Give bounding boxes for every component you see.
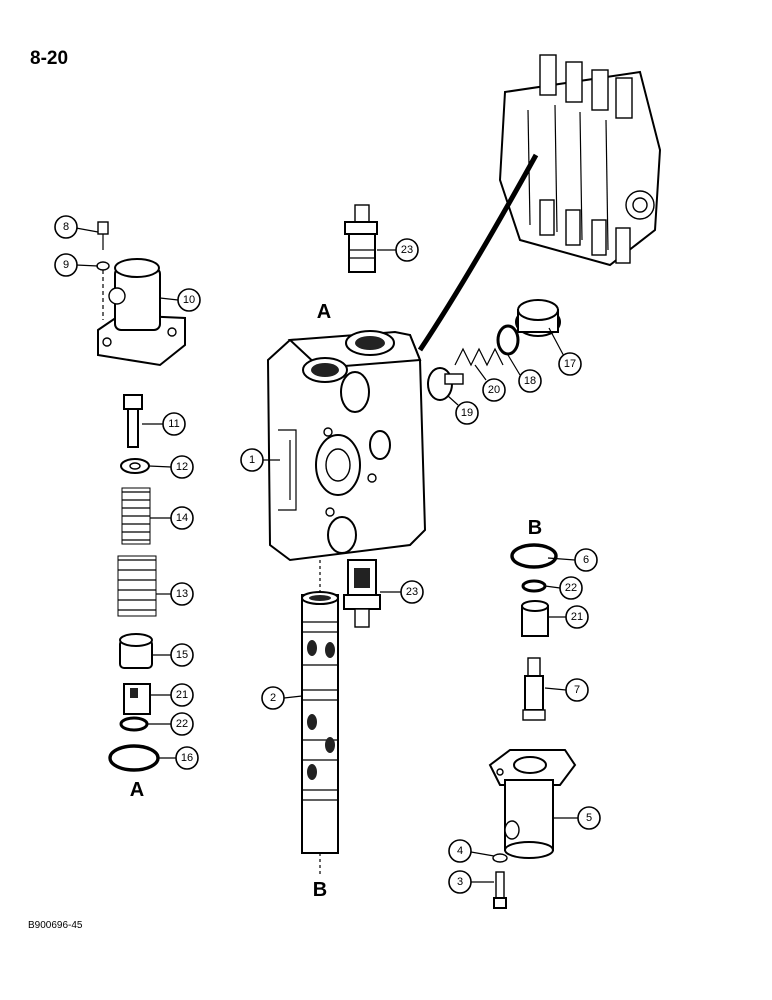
callout-18: 18	[518, 369, 542, 393]
relief-valve-cartridge-bottom-icon	[343, 559, 381, 628]
outer-spring-icon	[117, 555, 157, 617]
page-number: 8-20	[30, 48, 69, 69]
callout-22-left: 22	[170, 712, 194, 736]
svg-text:8: 8	[63, 221, 69, 233]
callout-20: 20	[482, 378, 506, 402]
spool-icon	[301, 560, 339, 875]
spool-bolt-icon	[123, 394, 143, 448]
svg-text:13: 13	[176, 588, 188, 600]
svg-text:16: 16	[181, 752, 193, 764]
figure-code: B900696-45	[28, 920, 83, 931]
callout-16: 16	[175, 746, 199, 770]
port-label-a-top: A	[317, 301, 331, 323]
cap-screw-icon	[96, 221, 110, 320]
end-cap-top-icon	[97, 258, 186, 367]
plunger-icon-left	[123, 683, 151, 715]
svg-text:7: 7	[574, 684, 580, 696]
callout-17: 17	[558, 352, 582, 376]
svg-text:3: 3	[457, 876, 463, 888]
callout-10: 10	[177, 288, 201, 312]
svg-text:21: 21	[571, 611, 583, 623]
plunger-icon-right	[521, 600, 549, 637]
o-ring-large-left-icon	[108, 744, 160, 772]
svg-text:17: 17	[564, 358, 576, 370]
callout-11: 11	[162, 412, 186, 436]
svg-text:1: 1	[249, 454, 255, 466]
stop-bolt-icon	[522, 657, 546, 721]
callout-2: 2	[261, 686, 285, 710]
o-ring-small-left-icon	[119, 716, 149, 732]
callout-23-top: 23	[395, 238, 419, 262]
svg-text:2: 2	[270, 692, 276, 704]
callout-6: 6	[574, 548, 598, 572]
spring-seat-icon	[119, 633, 153, 669]
svg-text:23: 23	[406, 586, 418, 598]
callout-21-right: 21	[565, 605, 589, 629]
svg-text:21: 21	[176, 689, 188, 701]
callout-8: 8	[54, 215, 78, 239]
svg-text:19: 19	[461, 407, 473, 419]
valve-bank-assembly-icon	[498, 54, 662, 267]
callout-15: 15	[170, 643, 194, 667]
svg-text:22: 22	[176, 718, 188, 730]
svg-text:20: 20	[488, 384, 500, 396]
cap-screw-bottom-icon	[493, 871, 507, 909]
inner-spring-icon	[121, 487, 151, 545]
callout-12: 12	[170, 455, 194, 479]
port-label-b-bottom: B	[313, 879, 327, 901]
callout-22-right: 22	[559, 576, 583, 600]
callout-19: 19	[455, 401, 479, 425]
callout-5: 5	[577, 806, 601, 830]
callout-21-left: 21	[170, 683, 194, 707]
spring-icon	[454, 347, 504, 367]
lock-washer-icon	[492, 853, 508, 863]
relief-valve-cartridge-top-icon	[344, 204, 378, 273]
svg-text:23: 23	[401, 244, 413, 256]
svg-text:18: 18	[524, 375, 536, 387]
callout-14: 14	[170, 506, 194, 530]
svg-text:5: 5	[586, 812, 592, 824]
end-cap-bottom-icon	[488, 749, 577, 859]
svg-text:4: 4	[457, 845, 463, 857]
svg-text:10: 10	[183, 294, 195, 306]
svg-text:14: 14	[176, 512, 188, 524]
svg-text:12: 12	[176, 461, 188, 473]
svg-text:15: 15	[176, 649, 188, 661]
valve-section-body-icon	[266, 330, 427, 562]
svg-text:11: 11	[168, 418, 179, 430]
port-label-b-right: B	[528, 517, 542, 539]
callout-23-bottom: 23	[400, 580, 424, 604]
poppet-icon	[427, 367, 464, 401]
o-ring-large-right-icon	[510, 543, 558, 569]
callout-9: 9	[54, 253, 78, 277]
callout-1: 1	[240, 448, 264, 472]
callout-3: 3	[448, 870, 472, 894]
o-ring-small-right-icon	[521, 579, 547, 593]
o-ring-icon	[496, 324, 520, 356]
callout-13: 13	[170, 582, 194, 606]
port-label-a-bottom: A	[130, 779, 144, 801]
washer-icon	[120, 458, 150, 474]
svg-text:6: 6	[583, 554, 589, 566]
plug-icon	[515, 299, 561, 337]
callout-7: 7	[565, 678, 589, 702]
svg-text:22: 22	[565, 582, 577, 594]
svg-text:9: 9	[63, 259, 69, 271]
callout-4: 4	[448, 839, 472, 863]
